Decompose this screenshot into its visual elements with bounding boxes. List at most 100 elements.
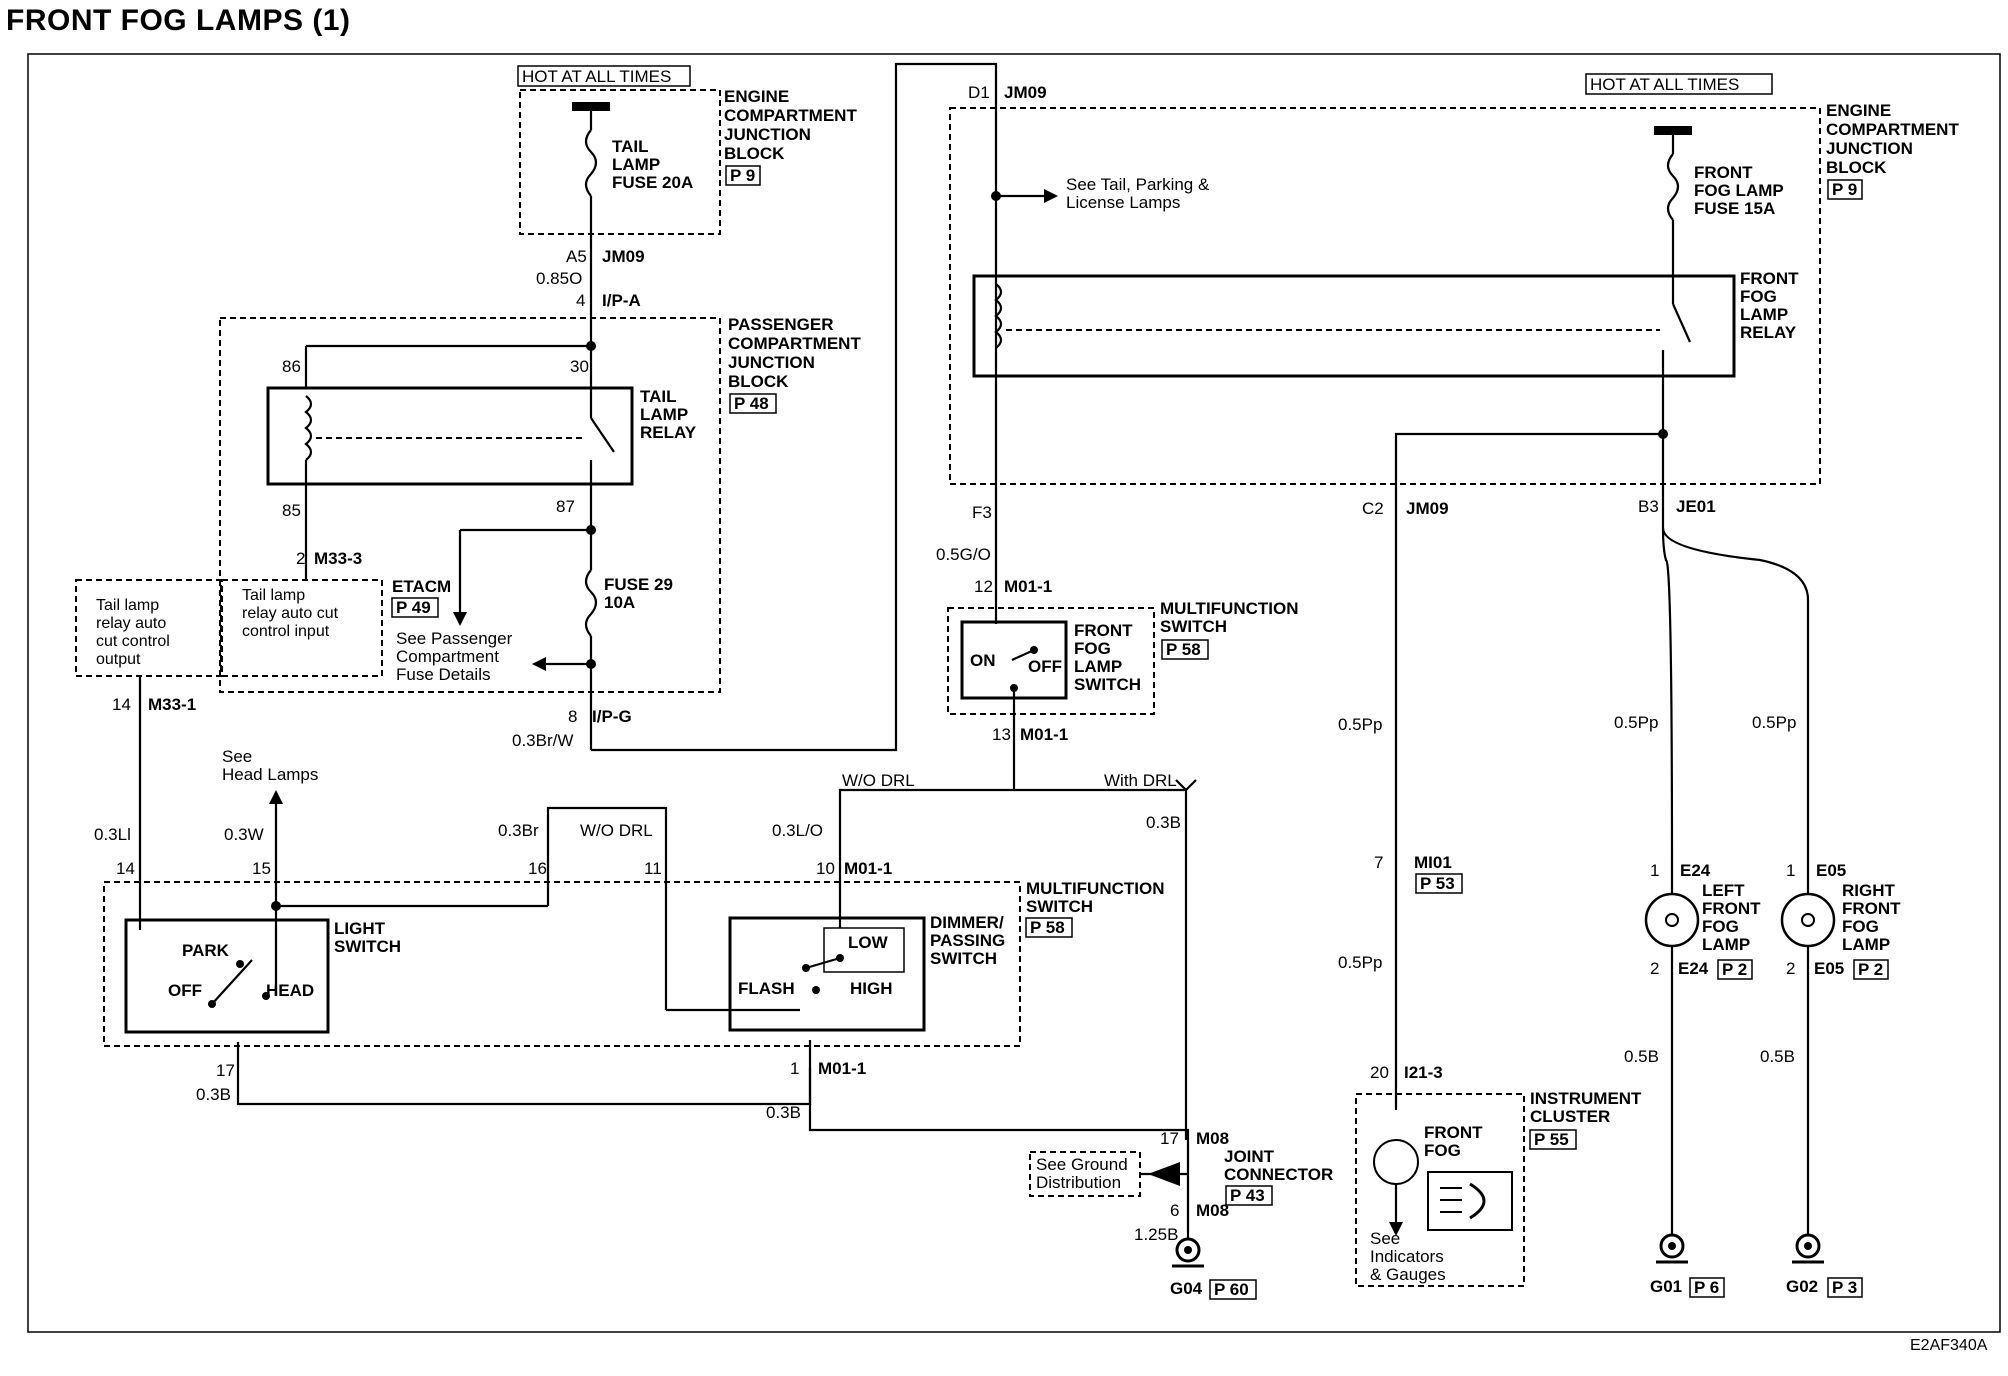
right-ecjb-ref-box — [1827, 179, 1863, 200]
pcjb-l3: JUNCTION — [728, 353, 815, 372]
see-ind-l3: & Gauges — [1370, 1265, 1446, 1284]
wire-03lo: 0.3L/O — [772, 821, 823, 840]
cluster-box — [1355, 1093, 1525, 1287]
mfs-lower-l2: SWITCH — [1026, 897, 1093, 916]
left-lamp-l2: FRONT — [1702, 899, 1761, 918]
pin-1: 1 — [790, 1059, 799, 1078]
g04-ref: P 60 — [1214, 1280, 1249, 1299]
pin-16: 16 — [528, 859, 547, 878]
left-ecjb-l3: JUNCTION — [724, 125, 811, 144]
front-fog-ind-l1: FRONT — [1424, 1123, 1483, 1142]
cluster-ref: P 55 — [1534, 1130, 1569, 1149]
m08-bottom: M08 — [1196, 1201, 1229, 1220]
left-ecjb-box — [519, 89, 721, 235]
fog-switch-l4: SWITCH — [1074, 675, 1141, 694]
wire-05go: 0.5G/O — [936, 545, 991, 564]
wo-drl-lower: W/O DRL — [580, 821, 653, 840]
off2-label: OFF — [1028, 657, 1062, 676]
light-switch-l2: SWITCH — [334, 937, 401, 956]
wire-03brw: 0.3Br/W — [512, 731, 573, 750]
mfs-upper-ref-box — [1161, 639, 1209, 660]
pin-14: 14 — [116, 859, 135, 878]
right-ecjb-l3: JUNCTION — [1826, 139, 1913, 158]
see-ground-l2: Distribution — [1036, 1173, 1121, 1192]
etacm-ref: P 49 — [396, 598, 431, 617]
tail-fuse-l1: TAIL — [612, 137, 649, 156]
left-fog-lamp-bulb — [1644, 892, 1700, 948]
ground-g04 — [1172, 1237, 1204, 1268]
pin-10: 10 — [816, 859, 835, 878]
diagram-frame — [27, 53, 2001, 1333]
low-box — [823, 927, 905, 973]
dimmer-l2: PASSING — [930, 931, 1005, 950]
ip-a: I/P-A — [602, 291, 641, 310]
mfs-upper-l2: SWITCH — [1160, 617, 1227, 636]
wire-03b-b: 0.3B — [766, 1103, 801, 1122]
wire-05b-right: 0.5B — [1760, 1047, 1795, 1066]
right-ecjb-l4: BLOCK — [1826, 158, 1887, 177]
relay-in-l3: control input — [242, 623, 330, 640]
right-fog-lamp-bulb — [1780, 892, 1836, 948]
left-ecjb-l2: COMPARTMENT — [724, 106, 857, 125]
fuse29-l2: 10A — [604, 593, 635, 612]
wire-05pp-left: 0.5Pp — [1614, 713, 1658, 732]
right-ecjb-ref: P 9 — [1832, 180, 1857, 199]
fog-indicator-bulb — [1373, 1139, 1419, 1185]
head-label: HEAD — [266, 981, 314, 1000]
joint-ref: P 43 — [1230, 1186, 1265, 1205]
g02-ref-box — [1827, 1277, 1863, 1298]
jm09-c2: JM09 — [1406, 499, 1449, 518]
relay-out-l1: Tail lamp — [96, 597, 159, 614]
pin-12: 12 — [974, 577, 993, 596]
tail-lamp-relay-box — [266, 386, 634, 486]
right-lamp-l1: RIGHT — [1842, 881, 1896, 900]
relay-in-l2: relay auto cut — [242, 605, 339, 622]
tail-relay-l3: RELAY — [640, 423, 697, 442]
e05-ref-box — [1853, 959, 1889, 980]
g01-ref-box — [1689, 1277, 1725, 1298]
page-title: FRONT FOG LAMPS (1) — [6, 4, 351, 37]
right-lamp-l3: FOG — [1842, 917, 1879, 936]
left-ecjb-l4: BLOCK — [724, 144, 785, 163]
hot-label-right — [1585, 73, 1773, 95]
see-ground-l1: See Ground — [1036, 1155, 1128, 1174]
pin-6m: 6 — [1170, 1201, 1179, 1220]
wire-03b-a: 0.3B — [196, 1085, 231, 1104]
ip-g: I/P-G — [592, 707, 632, 726]
pin-15: 15 — [252, 859, 271, 878]
wo-drl-top: W/O DRL — [842, 771, 915, 790]
i21-3: I21-3 — [1404, 1063, 1443, 1082]
left-pin-1: 1 — [1650, 861, 1659, 880]
e24-ref-box — [1717, 959, 1753, 980]
pin-86: 86 — [282, 357, 301, 376]
m01-1-13: M01-1 — [1020, 725, 1068, 744]
ip-g-pin: 8 — [568, 707, 577, 726]
mfs-lower-ref: P 58 — [1030, 918, 1065, 937]
etacm-ref-box — [391, 597, 439, 618]
g01-ref: P 6 — [1694, 1278, 1719, 1297]
g02-ref: P 3 — [1832, 1278, 1857, 1297]
m33-3: M33-3 — [314, 549, 362, 568]
joint-l1: JOINT — [1224, 1147, 1275, 1166]
relay-in-l1: Tail lamp — [242, 587, 305, 604]
front-fog-ind-l2: FOG — [1424, 1141, 1461, 1160]
e24-top: E24 — [1680, 861, 1711, 880]
fog-switch-l3: LAMP — [1074, 657, 1122, 676]
m33-3-pin: 2 — [296, 549, 305, 568]
left-pin-2: 2 — [1650, 959, 1659, 978]
wire-125b: 1.25B — [1134, 1225, 1178, 1244]
jm09-a5: JM09 — [602, 247, 645, 266]
m08-top: M08 — [1196, 1129, 1229, 1148]
high-label: HIGH — [850, 979, 893, 998]
see-pass-fuse-l2: Compartment — [396, 647, 499, 666]
fog-fuse-l2: FOG LAMP — [1694, 181, 1784, 200]
jm09-d1: JM09 — [1004, 83, 1047, 102]
light-switch-l1: LIGHT — [334, 919, 386, 938]
c2-label: C2 — [1362, 499, 1384, 518]
dimmer-switch-box — [728, 916, 926, 1032]
ground-g02 — [1792, 1233, 1824, 1264]
off-label: OFF — [168, 981, 202, 1000]
left-lamp-l3: FOG — [1702, 917, 1739, 936]
wire-05b-left: 0.5B — [1624, 1047, 1659, 1066]
